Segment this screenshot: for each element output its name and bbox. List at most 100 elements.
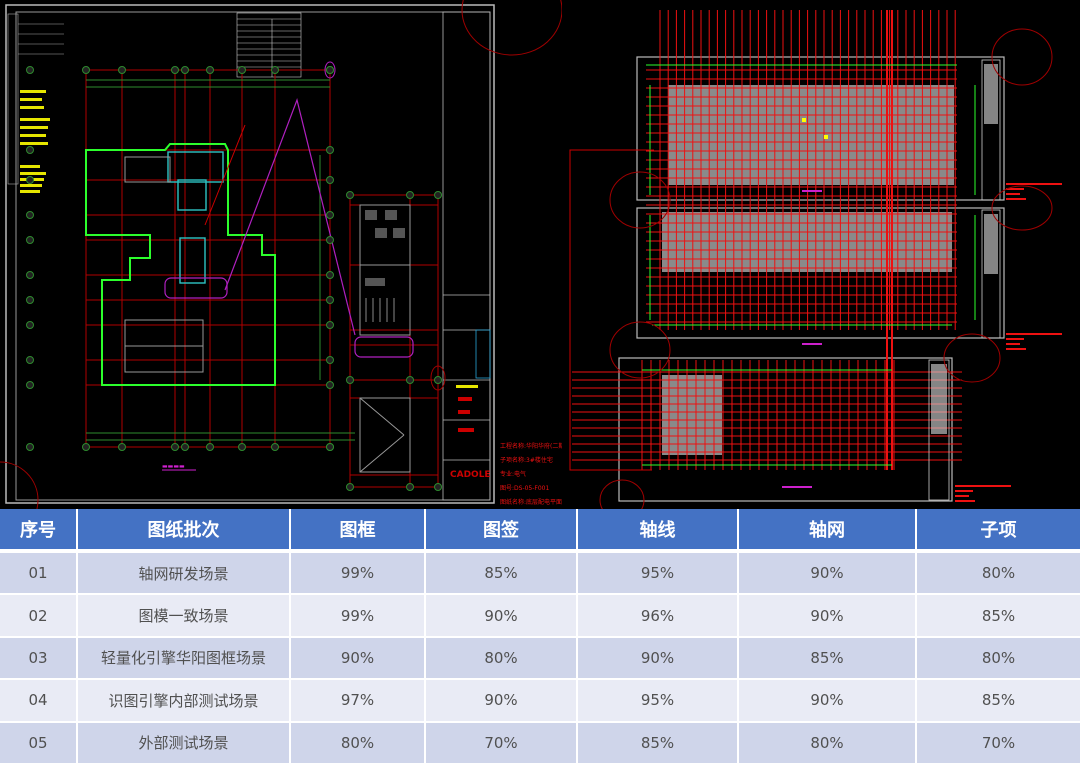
cell-no: 04 <box>0 680 78 723</box>
cell-no: 02 <box>0 595 78 638</box>
axis-bubble <box>206 66 214 74</box>
cell-no: 01 <box>0 553 78 596</box>
cad-right-canvas <box>569 10 1062 509</box>
axis-bubble <box>26 321 34 329</box>
revision-table <box>236 12 302 78</box>
legend-block <box>7 13 64 185</box>
cell-axis-line: 90% <box>578 637 739 681</box>
building-outline <box>85 143 276 386</box>
cell-axis-grid: 90% <box>739 680 917 723</box>
cell-sub-item: 80% <box>917 553 1080 596</box>
table-row: 02 图模一致场景 99% 90% 96% 90% 85% <box>0 595 1080 638</box>
cell-axis-line: 96% <box>578 595 739 638</box>
axis-bubble <box>434 191 442 199</box>
axis-bubble <box>326 296 334 304</box>
axis-bubble <box>326 356 334 364</box>
axis-bubble <box>26 211 34 219</box>
cad-drawing-left: CADOLE 工程名称:华阳华府(二期) 子项名称:3#楼住宅 专业:电气 图号… <box>0 0 562 509</box>
column-header-frame: 图框 <box>291 509 426 553</box>
table-row: 04 识图引擎内部测试场景 97% 90% 95% 90% 85% <box>0 680 1080 723</box>
external-axis-lines <box>569 149 654 471</box>
drawing-frame-outer <box>5 4 495 504</box>
cell-batch: 图模一致场景 <box>78 595 291 638</box>
column-header-batch: 图纸批次 <box>78 509 291 553</box>
cad-drawing-right <box>562 0 1080 509</box>
axis-bubble <box>238 443 246 451</box>
table-row: 03 轻量化引擎华阳图框场景 90% 80% 90% 85% 80% <box>0 637 1080 681</box>
axis-bubble <box>434 483 442 491</box>
axis-bubble <box>26 271 34 279</box>
yellow-labels <box>802 118 828 139</box>
axis-bubble <box>326 443 334 451</box>
cell-no: 03 <box>0 637 78 681</box>
axis-bubble <box>171 443 179 451</box>
axis-grid <box>85 69 439 490</box>
svg-text:子项名称:3#楼住宅: 子项名称:3#楼住宅 <box>500 456 553 464</box>
cell-signature: 85% <box>426 553 578 596</box>
column-header-signature: 图签 <box>426 509 578 553</box>
hatch-blocks <box>365 210 405 286</box>
axis-bubble <box>406 191 414 199</box>
cad-left-canvas: CADOLE 工程名称:华阳华府(二期) 子项名称:3#楼住宅 专业:电气 图号… <box>0 0 562 509</box>
axis-bubble <box>326 176 334 184</box>
cell-signature: 80% <box>426 637 578 681</box>
table-row: 01 轴网研发场景 99% 85% 95% 90% 80% <box>0 553 1080 596</box>
axis-bubbles <box>26 66 442 491</box>
leader-lines <box>164 97 414 358</box>
markup-circles <box>0 0 562 509</box>
drawing-frame-inner <box>15 11 491 501</box>
magenta-labels <box>782 190 822 488</box>
cell-signature: 70% <box>426 722 578 765</box>
axis-bubble <box>326 381 334 389</box>
cell-sub-item: 80% <box>917 637 1080 681</box>
axis-bubble <box>238 66 246 74</box>
accuracy-table: 序号 图纸批次 图框 图签 轴线 轴网 子项 01 轴网研发场景 99% 85%… <box>0 509 1080 765</box>
cell-axis-line: 95% <box>578 680 739 723</box>
axis-bubble <box>346 376 354 384</box>
cell-frame: 99% <box>291 595 426 638</box>
cell-axis-grid: 85% <box>739 637 917 681</box>
drawing-logo: CADOLE <box>450 470 491 480</box>
axis-bubble <box>118 66 126 74</box>
sheet-frames <box>618 56 1005 502</box>
axis-bubble <box>406 483 414 491</box>
column-header-no: 序号 <box>0 509 78 553</box>
cell-batch: 轻量化引擎华阳图框场景 <box>78 637 291 681</box>
column-header-axis-grid: 轴网 <box>739 509 917 553</box>
axis-bubble <box>406 376 414 384</box>
cell-batch: 轴网研发场景 <box>78 553 291 596</box>
axis-bubble <box>326 66 334 74</box>
title-strip-fields: CADOLE <box>450 329 491 480</box>
cell-axis-grid: 90% <box>739 595 917 638</box>
axis-bubble <box>326 211 334 219</box>
axis-bubble <box>82 443 90 451</box>
axis-bubble <box>26 381 34 389</box>
inner-rooms <box>124 156 411 473</box>
table-row: 05 外部测试场景 80% 70% 85% 80% 70% <box>0 722 1080 765</box>
title-annotation: 工程名称:华阳华府(二期) 子项名称:3#楼住宅 专业:电气 图号:DS-05-… <box>500 442 562 506</box>
rooms <box>167 151 224 284</box>
axis-bubble <box>26 356 34 364</box>
svg-text:图号:DS-05-F001: 图号:DS-05-F001 <box>500 485 550 492</box>
axis-bubble <box>346 483 354 491</box>
axis-bubble <box>26 443 34 451</box>
cell-no: 05 <box>0 722 78 765</box>
axis-bubble <box>26 146 34 154</box>
cell-frame: 97% <box>291 680 426 723</box>
axis-bubble <box>346 191 354 199</box>
cell-signature: 90% <box>426 595 578 638</box>
legend-text <box>20 90 50 193</box>
svg-text:图纸名称:底层配电平面图: 图纸名称:底层配电平面图 <box>500 498 562 506</box>
table-header-row: 序号 图纸批次 图框 图签 轴线 轴网 子项 <box>0 509 1080 553</box>
cell-signature: 90% <box>426 680 578 723</box>
axis-bubble <box>181 66 189 74</box>
stair-lines <box>365 298 395 322</box>
column-header-sub-item: 子项 <box>917 509 1080 553</box>
axis-bubble <box>171 66 179 74</box>
markup-circles-right <box>599 28 1053 509</box>
svg-text:专业:电气: 专业:电气 <box>500 470 526 478</box>
axis-bubble <box>271 66 279 74</box>
axis-bubble <box>434 376 442 384</box>
title-strip-text <box>931 64 998 434</box>
cell-frame: 99% <box>291 553 426 596</box>
